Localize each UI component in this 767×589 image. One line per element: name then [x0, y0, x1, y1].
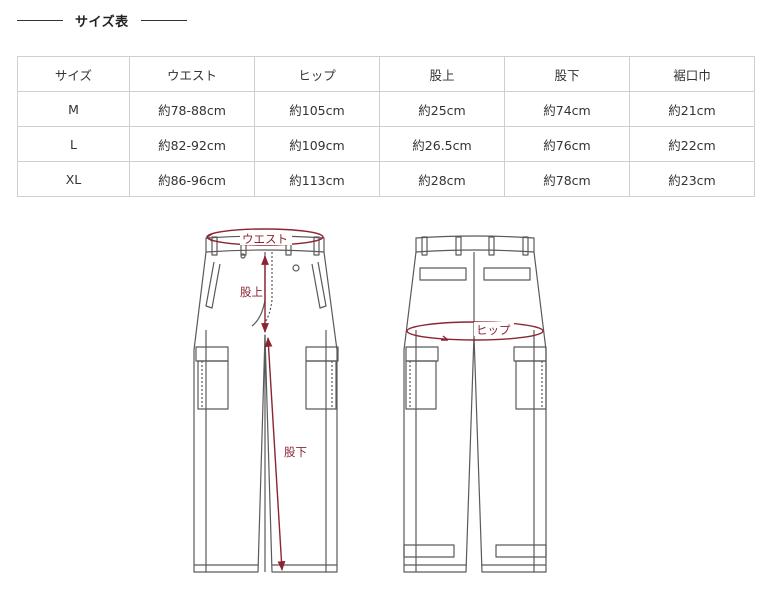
cell-hem-width: 約21cm [629, 91, 755, 127]
size-table: サイズ ウエスト ヒップ 股上 股下 裾口巾 M 約78-88cm 約105cm… [17, 56, 755, 197]
table-row: M 約78-88cm 約105cm 約25cm 約74cm 約21cm [17, 91, 755, 127]
cell-rise: 約25cm [379, 91, 505, 127]
cell-hip: 約113cm [254, 161, 380, 197]
header-hip: ヒップ [254, 56, 380, 92]
label-rise: 股上 [240, 285, 263, 299]
pants-back-illustration [403, 235, 547, 573]
table-header-row: サイズ ウエスト ヒップ 股上 股下 裾口巾 [17, 56, 755, 92]
header-rule-right [140, 19, 187, 21]
cell-hip: 約105cm [254, 91, 380, 127]
table-row: XL 約86-96cm 約113cm 約28cm 約78cm 約23cm [17, 161, 755, 197]
section-title: サイズ表 [75, 14, 129, 30]
label-hip: ヒップ [476, 323, 511, 337]
table-row: L 約82-92cm 約109cm 約26.5cm 約76cm 約22cm [17, 126, 755, 162]
section-header: サイズ表 [17, 10, 187, 30]
cell-hem-width: 約22cm [629, 126, 755, 162]
header-hem-width: 裾口巾 [629, 56, 755, 92]
header-inseam: 股下 [504, 56, 630, 92]
label-waist: ウエスト [242, 232, 288, 246]
front-measure-labels: ウエスト 股上 股下 [238, 231, 308, 460]
cell-size: XL [17, 161, 130, 197]
cell-waist: 約78-88cm [129, 91, 255, 127]
pants-front-illustration [193, 235, 339, 573]
cell-hem-width: 約23cm [629, 161, 755, 197]
cell-size: L [17, 126, 130, 162]
header-size: サイズ [17, 56, 130, 92]
cell-inseam: 約78cm [504, 161, 630, 197]
cell-waist: 約86-96cm [129, 161, 255, 197]
back-measure-labels: ヒップ [474, 322, 514, 337]
cell-inseam: 約74cm [504, 91, 630, 127]
label-inseam: 股下 [284, 445, 307, 459]
cell-inseam: 約76cm [504, 126, 630, 162]
cell-waist: 約82-92cm [129, 126, 255, 162]
cell-rise: 約28cm [379, 161, 505, 197]
header-waist: ウエスト [129, 56, 255, 92]
header-rule-left [17, 19, 63, 21]
cell-rise: 約26.5cm [379, 126, 505, 162]
